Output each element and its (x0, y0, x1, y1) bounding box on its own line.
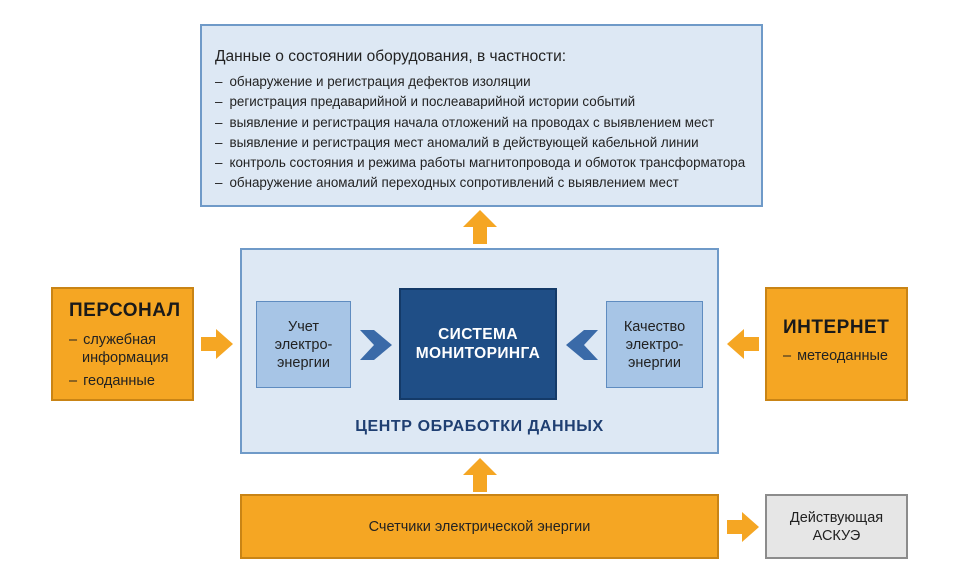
arrow-right-from-personnel (201, 329, 233, 359)
arrow-left-to-system (566, 330, 598, 360)
monitoring-system-box: СИСТЕМА МОНИТОРИНГА (399, 288, 557, 400)
energy-meters-box: Счетчики электрической энергии (240, 494, 719, 559)
equipment-data-title: Данные о состоянии оборудования, в частн… (215, 48, 567, 65)
personnel-geodata: геоданные (83, 373, 155, 389)
data-processing-center-title: ЦЕНТР ОБРАБОТКИ ДАННЫХ (355, 418, 604, 435)
askue-box: Действующая АСКУЭ (765, 494, 908, 559)
personnel-line: –геоданные (69, 372, 192, 390)
internet-title: ИНТЕРНЕТ (783, 317, 890, 338)
equipment-data-list: обнаружение и регистрация дефектов изоля… (215, 72, 761, 194)
arrow-right-to-askue (727, 512, 759, 542)
internet-weather-data: метеоданные (797, 348, 888, 364)
equipment-data-item: контроль состояния и режима работы магни… (215, 153, 761, 173)
arrow-right-to-system (360, 330, 392, 360)
equipment-data-item: выявление и регистрация мест аномалий в … (215, 133, 761, 153)
personnel-service-info-1: служебная (83, 332, 157, 348)
energy-quality-box: Качество электро- энергии (606, 301, 703, 388)
equipment-data-item: обнаружение и регистрация дефектов изоля… (215, 72, 761, 92)
internet-box: ИНТЕРНЕТ –метеоданные (765, 287, 908, 401)
dash-glyph: – (69, 332, 78, 348)
equipment-data-item: обнаружение аномалий переходных сопротив… (215, 173, 761, 193)
personnel-line: информация (82, 350, 169, 366)
personnel-box: ПЕРСОНАЛ –служебная информация –геоданны… (51, 287, 194, 401)
data-processing-center: Учет электро- энергии СИСТЕМА МОНИТОРИНГ… (240, 248, 719, 454)
internet-line: –метеоданные (783, 347, 906, 365)
personnel-title: ПЕРСОНАЛ (69, 300, 181, 321)
equipment-data-box: Данные о состоянии оборудования, в частн… (200, 24, 763, 207)
personnel-line: –служебная (69, 331, 192, 349)
arrow-up-to-data-box (463, 210, 497, 244)
equipment-data-item: регистрация предаварийной и послеаварийн… (215, 92, 761, 112)
energy-accounting-box: Учет электро- энергии (256, 301, 351, 388)
arrow-up-from-meters (463, 458, 497, 492)
equipment-data-item: выявление и регистрация начала отложений… (215, 113, 761, 133)
dash-glyph: – (69, 373, 78, 389)
dash-glyph: – (783, 348, 792, 364)
arrow-left-from-internet (727, 329, 759, 359)
